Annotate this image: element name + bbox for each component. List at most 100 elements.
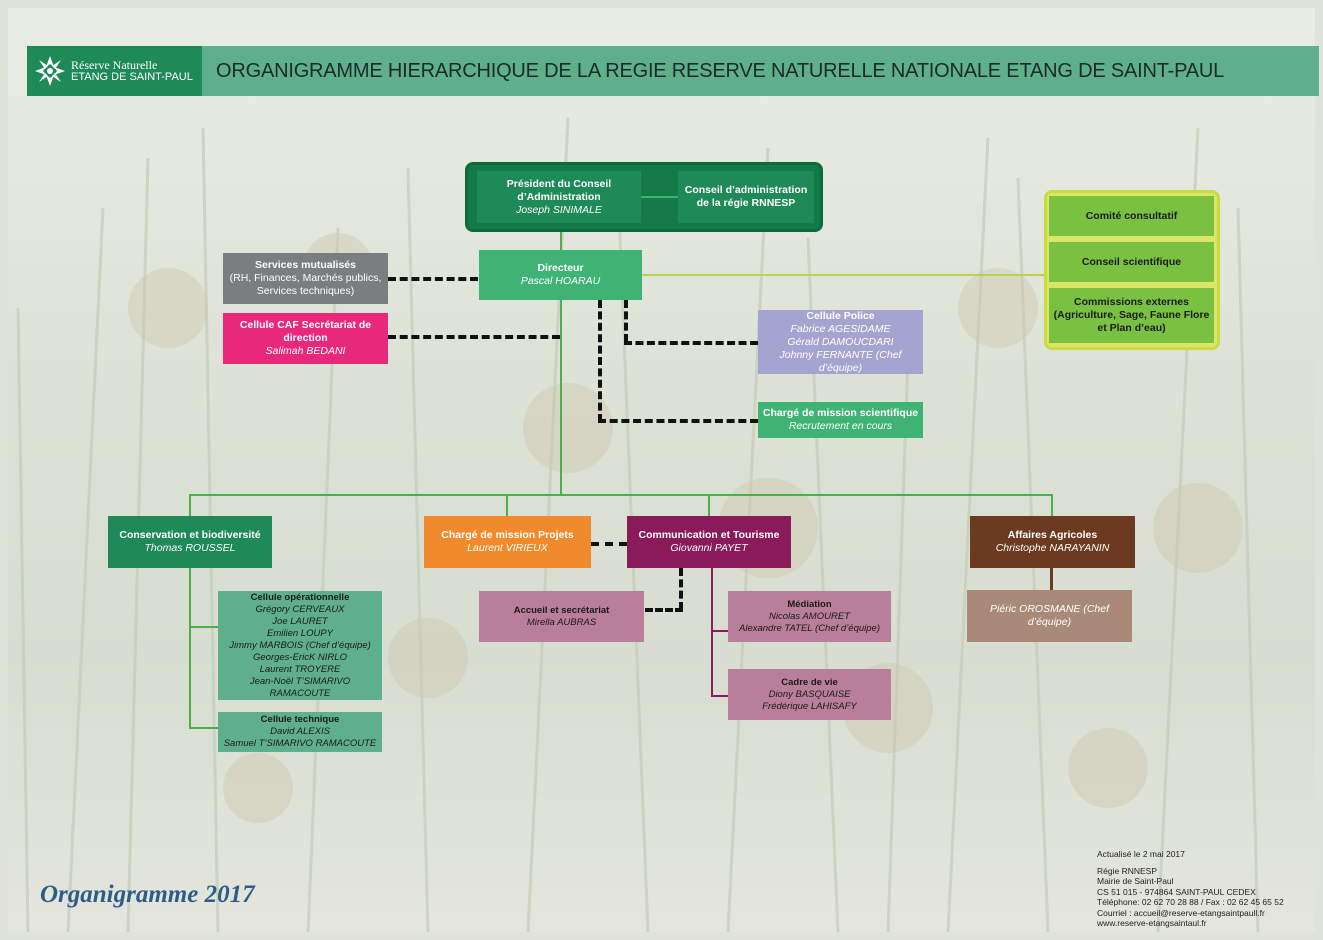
footer-line: Mairie de Saint-Paul bbox=[1097, 876, 1174, 886]
conseil-scientifique: Conseil scientifique bbox=[1081, 255, 1182, 268]
cellule-technique-box: Cellule technique David ALEXIS Samuel T’… bbox=[218, 712, 382, 752]
connector bbox=[1051, 494, 1053, 516]
president-title: Président du Conseil d’Administration bbox=[506, 177, 612, 203]
accueil-name: Mirella AUBRAS bbox=[526, 616, 597, 628]
president-name: Joseph SINIMALE bbox=[516, 203, 602, 216]
police-member: Gérald DAMOUCDARI bbox=[787, 335, 894, 348]
conseil-admin-box: Conseil d’administration de la régie RNN… bbox=[678, 171, 814, 223]
connector bbox=[506, 494, 508, 516]
connector bbox=[560, 300, 562, 496]
connector bbox=[189, 494, 1053, 496]
president-box: Président du Conseil d’Administration Jo… bbox=[477, 171, 641, 223]
caf-name: Salimah BEDANI bbox=[265, 345, 346, 357]
footer-line: Téléphone: 02 62 70 28 88 / Fax : 02 62 … bbox=[1097, 897, 1284, 907]
accueil-title: Accueil et secrétariat bbox=[513, 604, 610, 616]
footer-line: Actualisé le 2 mai 2017 bbox=[1097, 849, 1185, 859]
footer-line: CS 51 015 - 974864 SAINT-PAUL CEDEX bbox=[1097, 886, 1256, 897]
caf-title: Cellule CAF Secrétariat de direction bbox=[239, 319, 372, 344]
affaires-agricoles-box: Affaires Agricoles Christophe NARAYANIN bbox=[970, 516, 1135, 568]
cadre-de-vie-box: Cadre de vie Diony BASQUAISE Frédérique … bbox=[728, 669, 891, 720]
dashed-connector bbox=[598, 300, 602, 422]
grass-illustration bbox=[16, 117, 1260, 932]
communication-title: Communication et Tourisme bbox=[638, 529, 780, 541]
conseil-scientifique-box: Conseil scientifique bbox=[1049, 242, 1214, 282]
mediation-box: Médiation Nicolas AMOURET Alexandre TATE… bbox=[728, 591, 891, 642]
logo-line1: Réserve Naturelle bbox=[71, 58, 158, 72]
projets-box: Chargé de mission Projets Laurent VIRIEU… bbox=[424, 516, 591, 568]
directeur-box: Directeur Pascal HOARAU bbox=[479, 250, 642, 300]
cellule-op-member: Jimmy MARBOIS (Chef d’équipe) bbox=[229, 639, 371, 651]
communication-box: Communication et Tourisme Giovanni PAYET bbox=[627, 516, 791, 568]
dashed-connector bbox=[624, 341, 758, 345]
cellule-tech-member: David ALEXIS bbox=[270, 726, 330, 737]
mediation-title: Médiation bbox=[787, 598, 832, 610]
cadre-member: Diony BASQUAISE bbox=[768, 688, 851, 700]
agricoles-name: Christophe NARAYANIN bbox=[995, 542, 1110, 554]
directeur-name: Pascal HOARAU bbox=[520, 275, 601, 287]
footer-line: www.reserve-etangsaintaul.fr bbox=[1097, 918, 1207, 928]
cellule-caf-box: Cellule CAF Secrétariat de direction Sal… bbox=[223, 313, 388, 364]
cellule-op-member: Grégory CERVEAUX bbox=[255, 603, 345, 615]
connector bbox=[711, 630, 728, 632]
communication-name: Giovanni PAYET bbox=[670, 542, 748, 554]
footer-info: Actualisé le 2 mai 2017 Régie RNNESP Mai… bbox=[1097, 849, 1284, 929]
cadre-member: Frédérique LAHISAFY bbox=[762, 700, 857, 712]
dashed-connector bbox=[388, 335, 560, 339]
connector bbox=[711, 695, 728, 697]
footer-title: Organigramme 2017 bbox=[40, 881, 255, 908]
mediation-member: Nicolas AMOURET bbox=[769, 610, 850, 622]
services-mutualises-box: Services mutualisés (RH, Finances, March… bbox=[223, 253, 388, 304]
mediation-member: Alexandre TATEL (Chef d’équipe) bbox=[739, 622, 880, 634]
directeur-title: Directeur bbox=[537, 262, 584, 274]
flower-logo-icon bbox=[35, 56, 65, 86]
footer-line: Régie RNNESP bbox=[1097, 865, 1157, 876]
cellule-op-member: Georges-EricK NIRLO bbox=[253, 651, 347, 663]
comite-consultatif: Comité consultatif bbox=[1085, 209, 1178, 222]
connector bbox=[1050, 568, 1053, 590]
cellule-op-member: Joe LAURET bbox=[272, 615, 328, 627]
connector bbox=[189, 568, 191, 728]
pieric-box: Piéric OROSMANE (Chef d’équipe) bbox=[967, 590, 1132, 642]
conservation-box: Conservation et biodiversité Thomas ROUS… bbox=[108, 516, 272, 568]
police-member: Johnny FERNANTE (Chef d’équipe) bbox=[779, 348, 902, 374]
dashed-connector bbox=[388, 277, 478, 281]
conservation-title: Conservation et biodiversité bbox=[119, 529, 261, 541]
cellule-tech-member: Samuel T’SIMARIVO RAMACOUTE bbox=[223, 738, 377, 749]
services-detail: (RH, Finances, Marchés publics, Services… bbox=[229, 272, 382, 297]
connector bbox=[711, 568, 713, 696]
pieric-name: Piéric OROSMANE (Chef d’équipe) bbox=[989, 603, 1110, 628]
header-bar bbox=[27, 46, 1319, 96]
cellule-police-box: Cellule Police Fabrice AGESIDAME Gérald … bbox=[758, 310, 923, 374]
connector bbox=[560, 232, 562, 250]
services-title: Services mutualisés bbox=[255, 259, 356, 271]
cellule-op-member: Emilien LOUPY bbox=[267, 627, 333, 639]
connector bbox=[642, 274, 1048, 276]
conseil-admin-title: Conseil d’administration de la régie RNN… bbox=[684, 184, 808, 209]
police-title: Cellule Police bbox=[806, 309, 875, 322]
comite-consultatif-box: Comité consultatif bbox=[1049, 196, 1214, 236]
agricoles-title: Affaires Agricoles bbox=[1007, 529, 1098, 541]
cellule-op-title: Cellule opérationnelle bbox=[250, 591, 350, 603]
background-grass-photo bbox=[8, 8, 1315, 932]
dashed-connector bbox=[624, 300, 628, 342]
footer-line: Courriel : accueil@reserve-etangsaintpau… bbox=[1097, 907, 1265, 918]
charge-sci-name: Recrutement en cours bbox=[788, 420, 893, 432]
connector bbox=[189, 727, 218, 729]
logo-line2: ETANG DE SAINT-PAUL bbox=[71, 71, 193, 83]
accueil-box: Accueil et secrétariat Mirella AUBRAS bbox=[479, 591, 644, 642]
cellule-op-member: Laurent TROYERE bbox=[259, 663, 341, 675]
page-title: ORGANIGRAMME HIERARCHIQUE DE LA REGIE RE… bbox=[216, 60, 1225, 82]
projets-title: Chargé de mission Projets bbox=[441, 529, 574, 541]
cellule-tech-title: Cellule technique bbox=[260, 714, 340, 725]
commissions-externes: Commissions externes (Agriculture, Sage,… bbox=[1053, 296, 1210, 334]
commissions-box: Commissions externes (Agriculture, Sage,… bbox=[1049, 288, 1214, 343]
connector bbox=[708, 494, 710, 516]
projets-name: Laurent VIRIEUX bbox=[467, 542, 548, 554]
cellule-op-member: Jean-Noël T’SIMARIVO RAMACOUTE bbox=[249, 675, 351, 699]
connector bbox=[189, 494, 191, 516]
charge-scientifique-box: Chargé de mission scientifique Recruteme… bbox=[758, 402, 923, 438]
dashed-connector bbox=[645, 608, 683, 612]
connector bbox=[640, 196, 680, 198]
charge-sci-title: Chargé de mission scientifique bbox=[762, 407, 919, 419]
cadre-title: Cadre de vie bbox=[781, 676, 838, 688]
